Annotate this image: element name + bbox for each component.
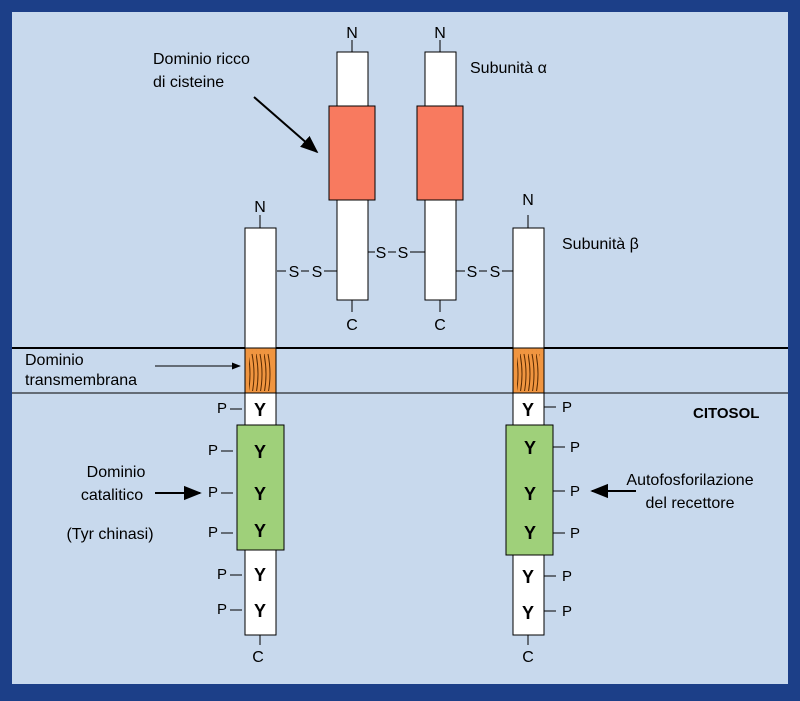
svg-text:Y: Y xyxy=(254,601,266,621)
svg-text:P: P xyxy=(217,400,227,417)
svg-text:S: S xyxy=(398,245,409,262)
svg-text:P: P xyxy=(208,442,218,459)
svg-text:S: S xyxy=(376,245,387,262)
svg-text:Y: Y xyxy=(254,521,266,541)
svg-text:P: P xyxy=(562,399,572,416)
n-terminus-label: N xyxy=(522,192,534,209)
catalytic-label-line2: catalitico xyxy=(81,487,143,504)
svg-text:Y: Y xyxy=(254,565,266,585)
c-terminus-label: C xyxy=(434,317,446,334)
svg-text:P: P xyxy=(217,601,227,618)
cytosol-label: CITOSOL xyxy=(693,405,759,422)
beta-subunit-right: N C Y Y Y Y Y Y P P P P P P xyxy=(505,192,580,666)
svg-text:Y: Y xyxy=(524,438,536,458)
svg-text:P: P xyxy=(570,525,580,542)
n-terminus-label: N xyxy=(254,199,266,216)
svg-text:Y: Y xyxy=(522,400,534,420)
catalytic-label-line3: (Tyr chinasi) xyxy=(66,526,153,543)
transmembrane-label-line2: transmembrana xyxy=(25,372,137,389)
svg-text:Y: Y xyxy=(254,442,266,462)
svg-text:Y: Y xyxy=(254,400,266,420)
beta-subunit-left: N C Y Y Y Y Y Y P P P P P P xyxy=(208,199,285,666)
svg-text:Y: Y xyxy=(524,523,536,543)
helix-coil-icon xyxy=(517,350,540,391)
svg-text:Y: Y xyxy=(524,484,536,504)
svg-text:P: P xyxy=(217,566,227,583)
phosphotyrosine-right: Y Y Y Y Y Y P P P P P P xyxy=(522,399,580,623)
alpha-subunit-left: N C xyxy=(328,25,376,334)
cysteine-domain-label-line1: Dominio ricco xyxy=(153,51,250,68)
beta-subunit-label: Subunità β xyxy=(562,236,639,253)
n-terminus-label: N xyxy=(434,25,446,42)
svg-text:P: P xyxy=(570,483,580,500)
c-terminus-label: C xyxy=(252,649,264,666)
cysteine-rich-domain-left xyxy=(328,105,376,201)
autophosphorylation-label-line1: Autofosforilazione xyxy=(626,472,753,489)
cysteine-rich-domain-right xyxy=(416,105,464,201)
catalytic-domain-left xyxy=(236,424,285,551)
svg-text:Y: Y xyxy=(522,603,534,623)
phosphotyrosine-left: Y Y Y Y Y Y P P P P P P xyxy=(208,400,266,621)
disulfide-bond-beta-alpha-left: S S xyxy=(277,264,337,281)
disulfide-bond-alpha-alpha: S S xyxy=(368,245,425,262)
svg-text:P: P xyxy=(562,568,572,585)
autophosphorylation-label-line2: del recettore xyxy=(646,495,735,512)
svg-text:S: S xyxy=(312,264,323,281)
svg-text:S: S xyxy=(289,264,300,281)
cysteine-domain-label-line2: di cisteine xyxy=(153,74,224,91)
alpha-subunit-label: Subunità α xyxy=(470,60,547,77)
transmembrane-label-line1: Dominio xyxy=(25,352,84,369)
alpha-subunit-right: N C xyxy=(416,25,464,334)
svg-text:P: P xyxy=(570,439,580,456)
c-terminus-label: C xyxy=(346,317,358,334)
c-terminus-label: C xyxy=(522,649,534,666)
svg-text:S: S xyxy=(490,264,501,281)
helix-coil-icon xyxy=(249,350,272,391)
svg-text:Y: Y xyxy=(254,484,266,504)
svg-text:S: S xyxy=(467,264,478,281)
disulfide-bond-alpha-beta-right: S S xyxy=(456,264,513,281)
catalytic-domain-right xyxy=(505,424,554,556)
svg-text:P: P xyxy=(208,524,218,541)
cysteine-domain-arrow xyxy=(253,96,319,154)
svg-text:Y: Y xyxy=(522,567,534,587)
n-terminus-label: N xyxy=(346,25,358,42)
catalytic-label-line1: Dominio xyxy=(87,464,146,481)
svg-text:P: P xyxy=(562,603,572,620)
svg-text:P: P xyxy=(208,484,218,501)
